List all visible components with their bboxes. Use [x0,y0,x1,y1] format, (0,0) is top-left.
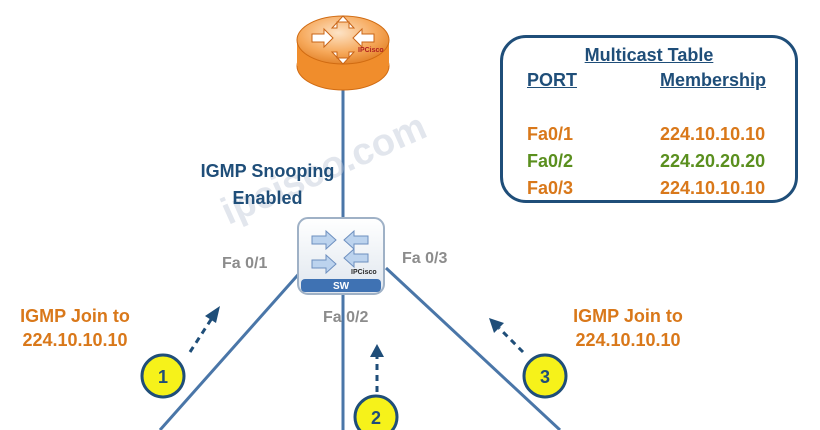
igmp-snooping-label: IGMP Snooping Enabled [185,158,350,212]
column-header-port: PORT [527,70,578,90]
igmp-join-right-line1: IGMP Join to [573,306,683,326]
port-label-fa01: Fa 0/1 [222,255,268,272]
igmp-join-left-line2: 224.10.10.10 [22,330,128,350]
step-1-marker: 1 [140,353,186,399]
table-row-3-membership: 224.10.10.10 [660,178,766,198]
router-brand-label: IPCisco [358,47,384,54]
igmp-snooping-line2: Enabled [232,188,303,208]
table-row-2-port: Fa0/2 [527,151,574,171]
step-2-marker: 2 [353,394,399,430]
step-2-number: 2 [371,408,381,428]
column-header-membership: Membership [660,70,767,90]
igmp-join-right: IGMP Join to 224.10.10.10 [553,304,703,352]
link-fa01 [158,267,306,430]
arrow-step-1 [188,306,220,353]
step-1-number: 1 [158,367,168,387]
switch-brand-label: IPCisco [351,269,377,276]
table-row-1-membership: 224.10.10.10 [660,124,766,144]
step-3-marker: 3 [522,353,568,399]
igmp-join-right-line2: 224.10.10.10 [575,330,681,350]
step-3-number: 3 [540,367,550,387]
link-fa03 [384,266,562,430]
igmp-join-left: IGMP Join to 224.10.10.10 [0,304,150,352]
multicast-table-title: Multicast Table [584,45,714,65]
router-icon: IPCisco [296,15,390,91]
arrow-step-2 [370,344,384,392]
switch-name-label: SW [333,281,350,292]
multicast-table: Multicast Table PORT Membership Fa0/1 22… [500,35,798,203]
arrow-step-3 [489,318,525,354]
igmp-join-left-line1: IGMP Join to [20,306,130,326]
table-row-2-membership: 224.20.20.20 [660,151,766,171]
port-label-fa03: Fa 0/3 [402,250,448,267]
switch-icon: SW IPCisco [297,217,385,295]
table-row-1-port: Fa0/1 [527,124,574,144]
port-label-fa02: Fa 0/2 [323,309,369,326]
table-row-3-port: Fa0/3 [527,178,574,198]
igmp-snooping-line1: IGMP Snooping [200,161,335,181]
